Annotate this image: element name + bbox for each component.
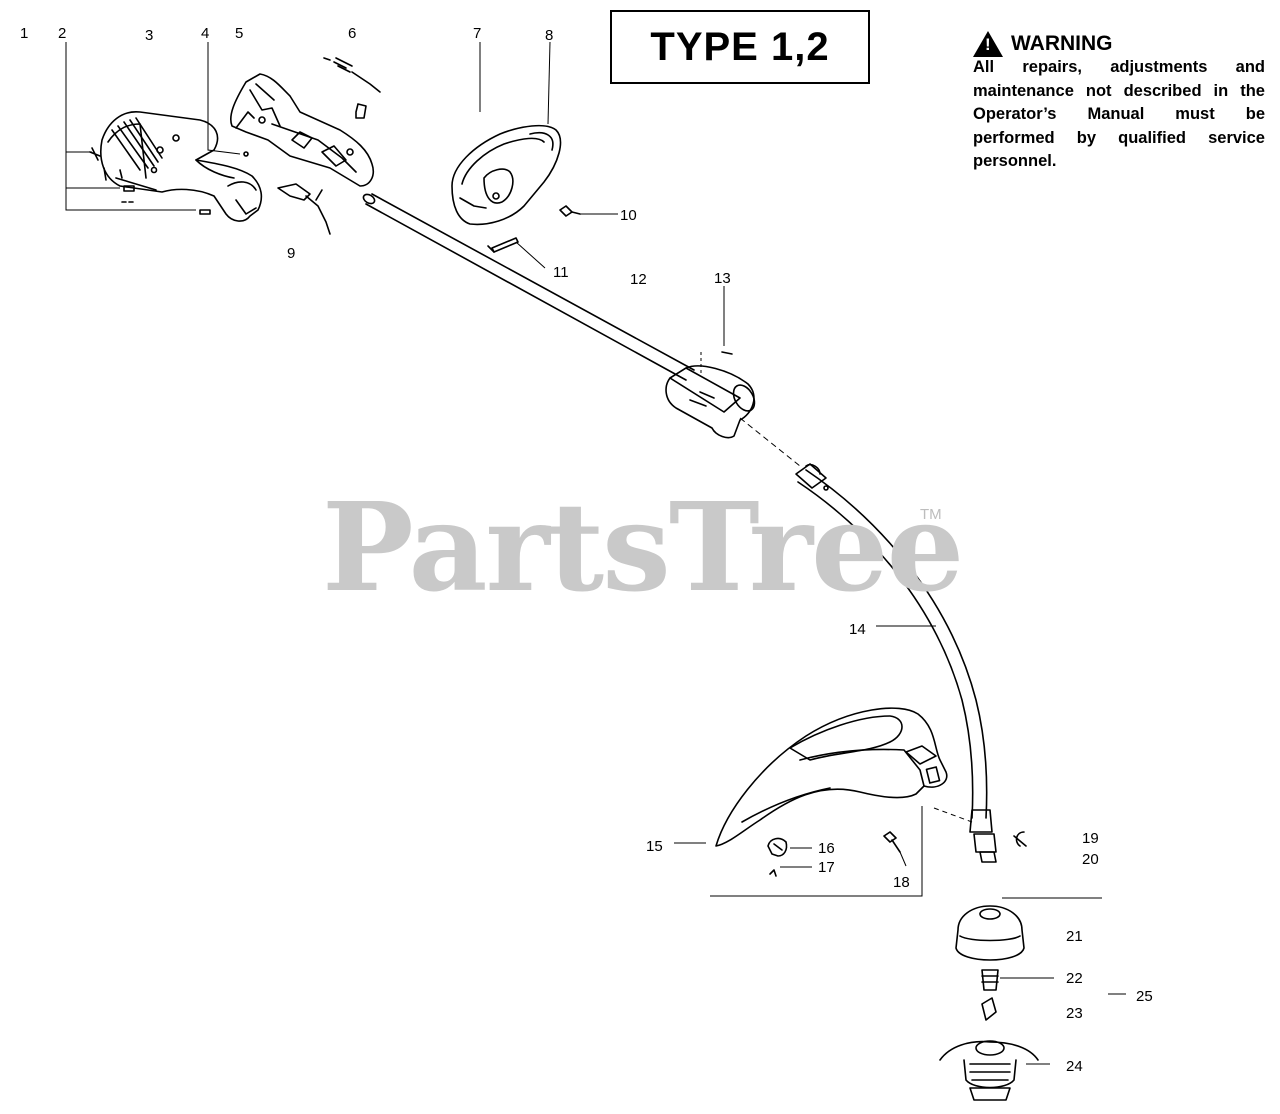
warning-triangle-icon: ! xyxy=(973,31,1003,57)
callout-11: 11 xyxy=(553,264,569,281)
callout-20: 20 xyxy=(1082,851,1099,868)
callout-1: 1 xyxy=(20,25,28,42)
callout-9: 9 xyxy=(287,245,295,262)
callout-10: 10 xyxy=(620,207,637,224)
lower-shaft-part xyxy=(795,463,997,863)
assist-handle-part xyxy=(451,124,562,226)
callout-21: 21 xyxy=(1066,928,1083,945)
spool-housing-part xyxy=(955,905,1025,961)
leader-lines xyxy=(65,41,1126,1065)
callout-3: 3 xyxy=(145,27,153,44)
bolt-11-part xyxy=(487,237,519,253)
callout-15: 15 xyxy=(646,838,663,855)
upper-shaft-part xyxy=(362,193,695,381)
warning-header: ! WARNING xyxy=(973,30,1265,58)
screw-17-part xyxy=(769,869,777,877)
spool-part xyxy=(939,1040,1039,1101)
callout-8: 8 xyxy=(545,27,553,44)
callout-13: 13 xyxy=(714,270,731,287)
callout-22: 22 xyxy=(1066,970,1083,987)
shield-bracket-part xyxy=(767,837,788,857)
throttle-trigger-part xyxy=(277,183,331,235)
callout-18: 18 xyxy=(893,874,910,891)
trademark-symbol: TM xyxy=(920,506,942,523)
handle-housing-part xyxy=(100,111,263,222)
callout-16: 16 xyxy=(818,840,835,857)
callout-14: 14 xyxy=(849,621,866,638)
bolt-18-part xyxy=(883,831,901,853)
callout-25: 25 xyxy=(1136,988,1153,1005)
callout-2: 2 xyxy=(58,25,66,42)
spring-part xyxy=(981,969,999,991)
callout-19: 19 xyxy=(1082,830,1099,847)
screw-4-part xyxy=(243,151,249,157)
eyelet-part xyxy=(981,997,997,1021)
grass-shield-part xyxy=(715,707,948,847)
clip-part xyxy=(1013,831,1027,847)
engine-housing-part xyxy=(230,73,375,187)
partstree-watermark: PartsTree xyxy=(322,475,964,619)
bolt-10-part xyxy=(559,205,581,217)
callout-numbers: 1 2 3 4 5 6 7 8 9 10 11 12 13 14 15 16 1… xyxy=(20,25,1153,1075)
warning-notice: ! WARNING All repairs, adjustments and m… xyxy=(973,30,1265,174)
callout-4: 4 xyxy=(201,25,209,42)
warning-text: All repairs, adjustments and maintenance… xyxy=(973,58,1265,170)
warning-title: WARNING xyxy=(1011,32,1113,55)
callout-5: 5 xyxy=(235,25,243,42)
callout-17: 17 xyxy=(818,859,835,876)
type-label: TYPE 1,2 xyxy=(610,10,870,84)
callout-23: 23 xyxy=(1066,1005,1083,1022)
callout-24: 24 xyxy=(1066,1058,1083,1075)
callout-6: 6 xyxy=(348,25,356,42)
housing-screws-part xyxy=(89,147,211,215)
callout-12: 12 xyxy=(630,271,647,288)
callout-7: 7 xyxy=(473,25,481,42)
throttle-spring-part xyxy=(323,57,381,119)
shaft-coupler-part xyxy=(665,351,756,439)
